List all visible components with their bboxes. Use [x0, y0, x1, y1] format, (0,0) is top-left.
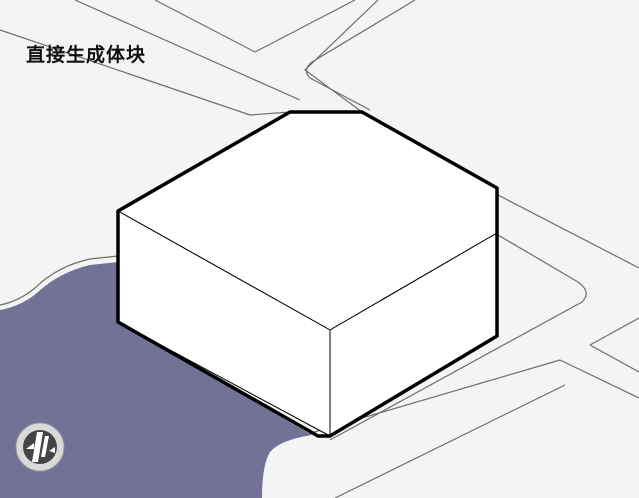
road-edge: [589, 344, 639, 373]
road-edge: [74, 0, 301, 101]
road-edge: [589, 317, 639, 346]
silhouette-outline: [116, 110, 499, 438]
road-edge: [334, 384, 566, 498]
road-edge: [305, 0, 416, 111]
road-edge: [304, 0, 379, 113]
road-edge: [329, 234, 587, 441]
compass-icon: [15, 422, 65, 472]
road-edge: [154, 0, 356, 53]
building-mass: [116, 110, 499, 438]
road-edge: [497, 194, 639, 269]
water-edge: [0, 255, 119, 306]
road-edge: [0, 29, 291, 116]
water-body: [0, 262, 312, 498]
road-edge: [269, 359, 561, 446]
caption-title: 直接生成体块: [26, 44, 147, 66]
road-edge: [559, 359, 639, 399]
